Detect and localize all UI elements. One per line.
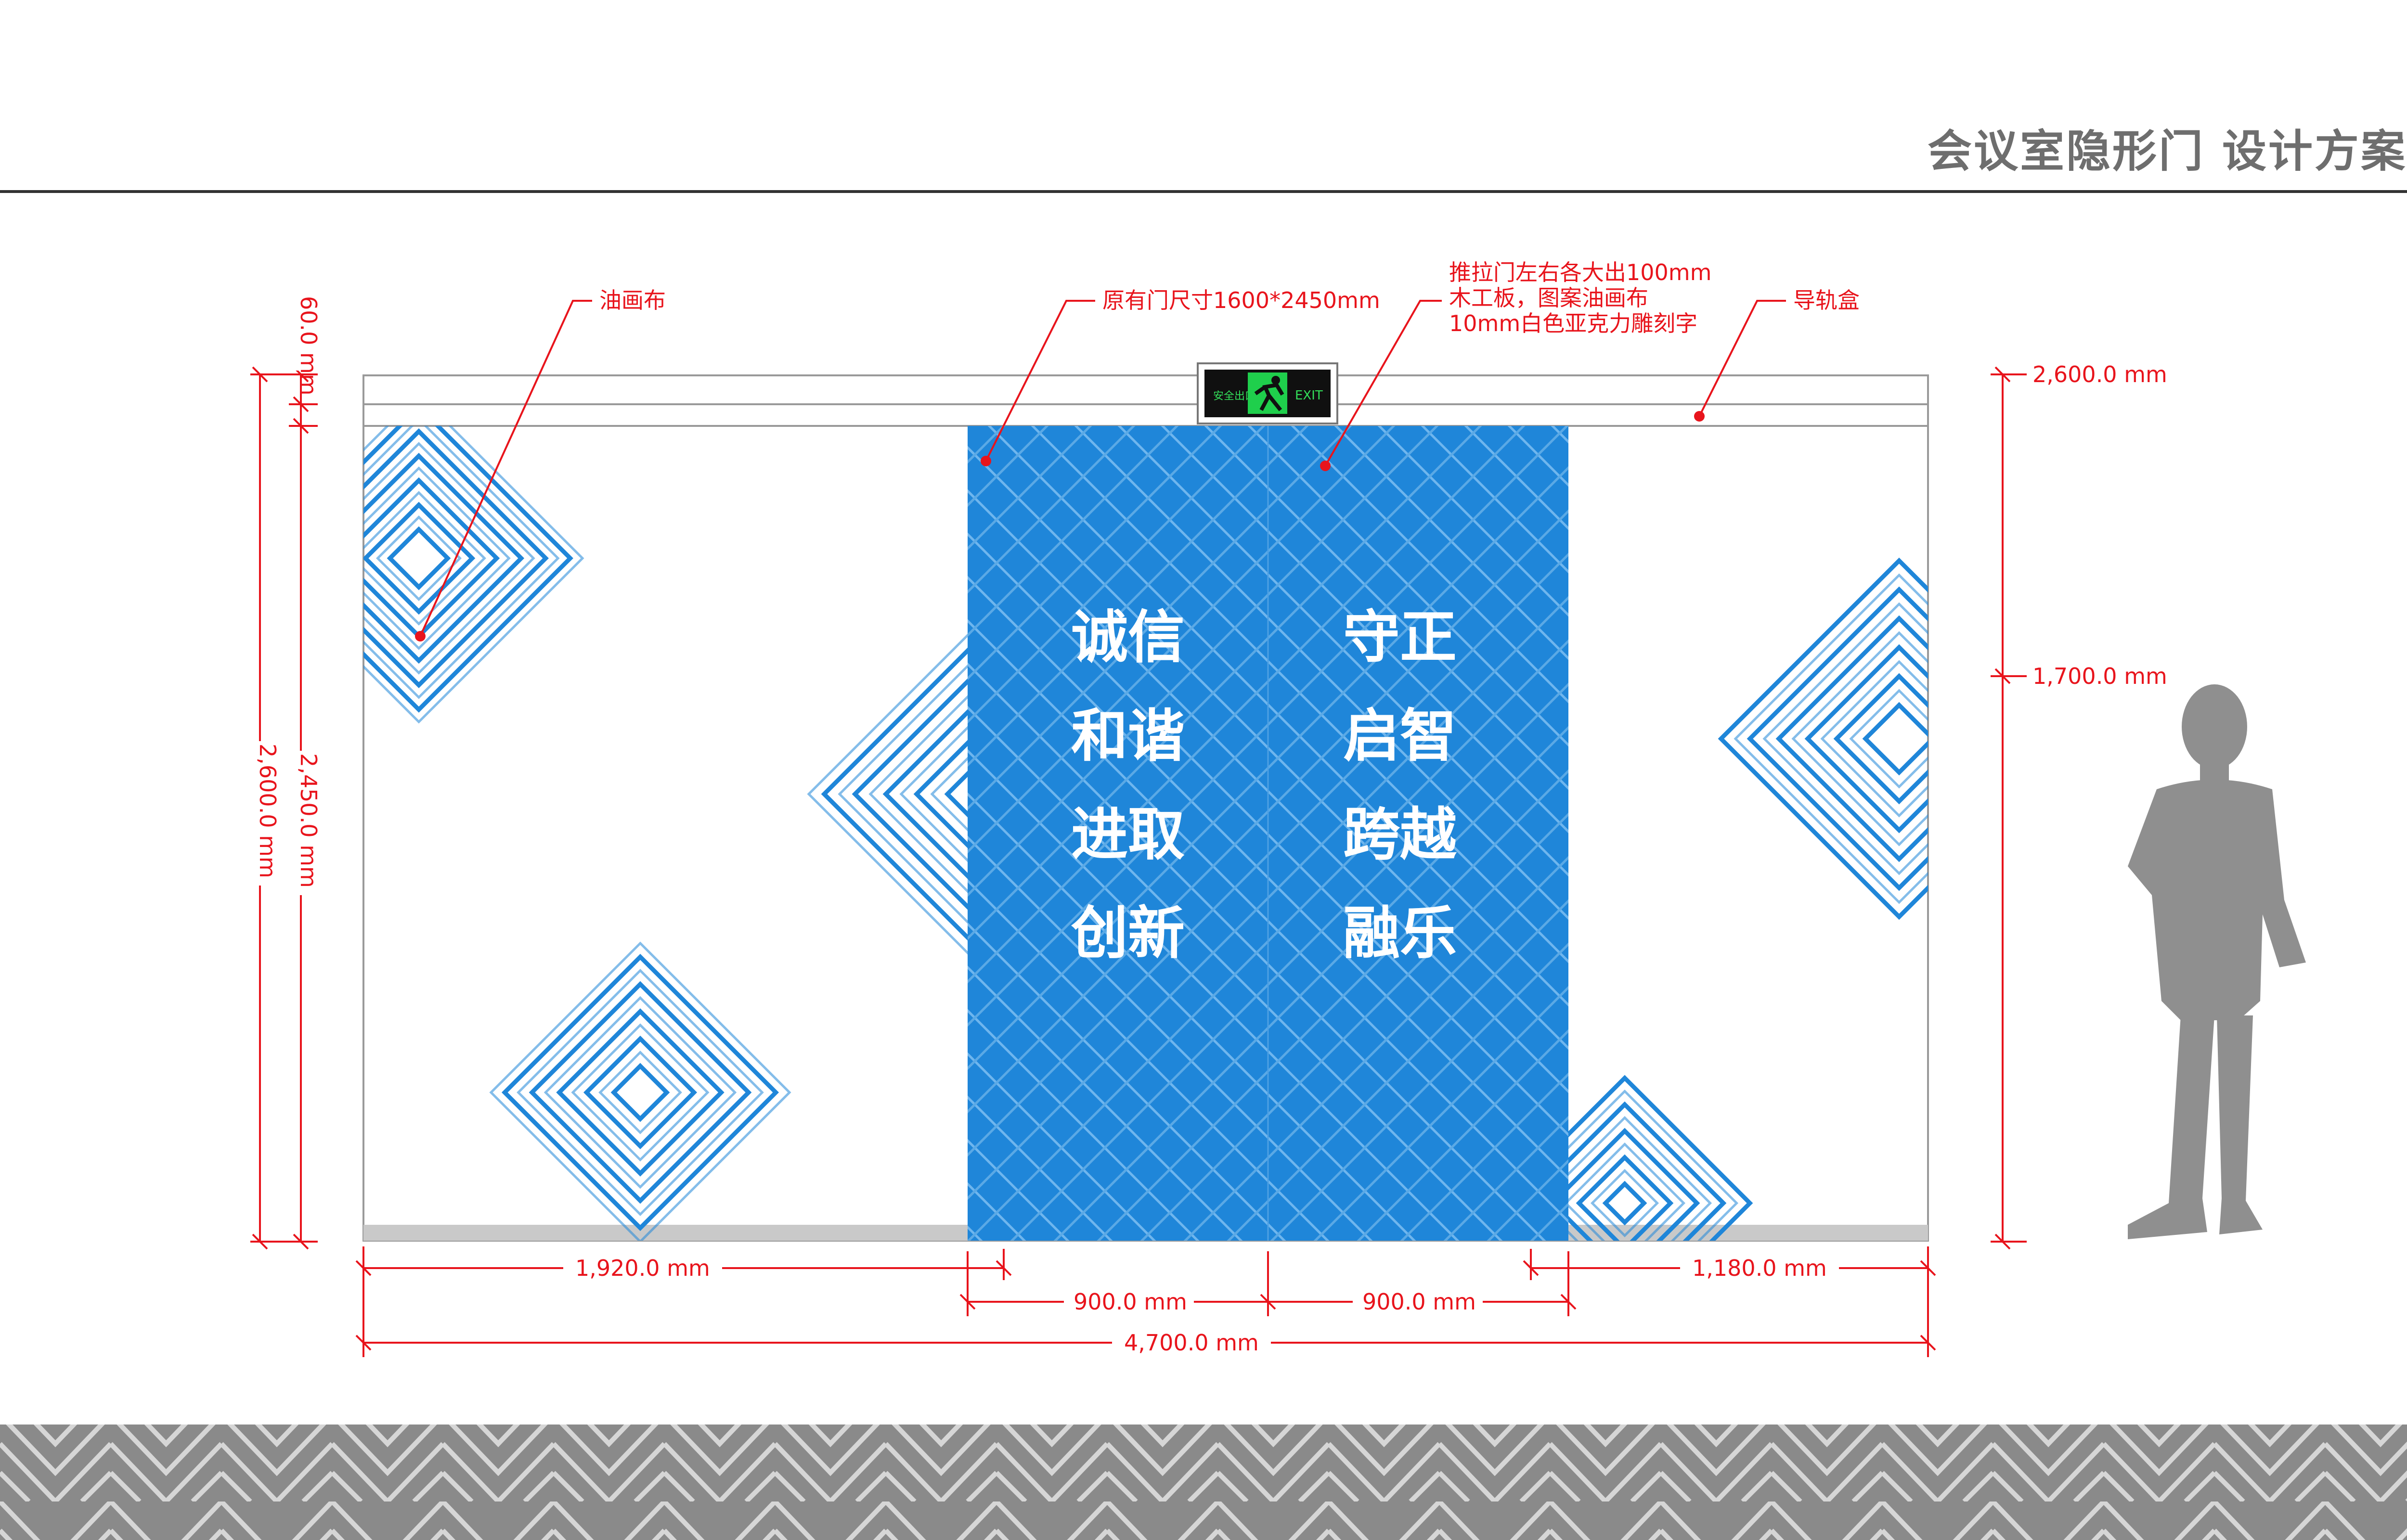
- diamond-motif-bottom-left: [489, 941, 791, 1241]
- person-silhouette-icon: [2128, 684, 2306, 1239]
- dmd1-ring-10: [363, 426, 573, 713]
- motto-right-4: 融乐: [1343, 900, 1457, 966]
- header-divider: [0, 190, 2407, 193]
- footer-chevron-band: [0, 1424, 2407, 1540]
- motto-left-1: 诚信: [1071, 604, 1185, 670]
- dmd4-ring-5: [1791, 631, 1928, 847]
- dim-left-panel: 1,920.0 mm: [575, 1255, 710, 1281]
- svg-text:导轨盒: 导轨盒: [1793, 287, 1860, 313]
- dmd4-ring-6: [1775, 615, 1928, 862]
- motto-right-2: 启智: [1343, 703, 1457, 769]
- dmd3-ring-0: [610, 1063, 670, 1122]
- motto-right-1: 守正: [1343, 604, 1457, 670]
- dmd1-ring-5: [363, 466, 511, 650]
- dmd4-ring-3: [1820, 660, 1928, 818]
- exit-sign: 安全出口 EXIT: [1197, 362, 1338, 424]
- page-title: 会议室隐形门 设计方案: [1927, 126, 2407, 177]
- dim-total-width: 4,700.0 mm: [1124, 1330, 1259, 1356]
- dmd3-ring-6: [529, 981, 752, 1204]
- dim-wall-height: 2,600.0 mm: [255, 744, 281, 878]
- dmd1-ring-3: [363, 491, 486, 626]
- dim-door-height: 2,450.0 mm: [296, 753, 322, 888]
- dmd5-ring-0: [1602, 1181, 1647, 1226]
- dmd5-ring-3: [1564, 1142, 1686, 1241]
- dmd1-ring-9: [363, 426, 560, 699]
- dmd4-ring-10: [1718, 557, 1928, 920]
- dmd4-ring-4: [1804, 644, 1928, 834]
- motto-left-4: 创新: [1071, 900, 1185, 966]
- dim-door-leaf-left: 900.0 mm: [1074, 1289, 1187, 1315]
- dmd3-ring-2: [583, 1035, 698, 1150]
- dmd3-ring-9: [489, 941, 791, 1241]
- dimension-right: [1991, 366, 2027, 1250]
- running-man-exit-icon: [1248, 372, 1287, 414]
- dmd3-ring-5: [544, 996, 737, 1189]
- svg-text:原有门尺寸1600*2450mm: 原有门尺寸1600*2450mm: [1102, 287, 1380, 313]
- exit-sign-en: EXIT: [1295, 388, 1323, 403]
- dmd5-ring-1: [1590, 1168, 1659, 1238]
- dimension-bottom-row2: [959, 1251, 1577, 1316]
- dmd4-ring-0: [1862, 702, 1928, 776]
- dmd3-ring-8: [501, 953, 779, 1232]
- dmd5-ring-4: [1549, 1128, 1700, 1241]
- motto-right-3: 跨越: [1343, 801, 1457, 868]
- diamond-pattern-group: [363, 426, 1928, 1241]
- motto-left-3: 进取: [1071, 801, 1185, 868]
- motto-left-column: 诚信 和谐 进取 创新: [1071, 604, 1185, 966]
- motto-left-2: 和谐: [1071, 703, 1185, 769]
- annotation-canvas: 油画布: [415, 287, 666, 642]
- dmd1-ring-1: [376, 515, 462, 601]
- annotation-door-size: 原有门尺寸1600*2450mm: [981, 287, 1380, 466]
- dmd4-ring-8: [1747, 586, 1928, 891]
- svg-text:木工板，图案油画布: 木工板，图案油画布: [1449, 285, 1648, 311]
- dmd1-ring-7: [363, 442, 535, 675]
- svg-text:推拉门左右各大出100mm: 推拉门左右各大出100mm: [1449, 259, 1711, 285]
- dmd1-ring-8: [363, 428, 549, 689]
- dim-right-total: 2,600.0 mm: [2032, 361, 2167, 387]
- dmd1-ring-2: [363, 501, 476, 615]
- dmd3-ring-7: [517, 969, 764, 1216]
- dmd5-ring-2: [1576, 1154, 1674, 1241]
- dim-door-leaf-right: 900.0 mm: [1362, 1289, 1476, 1315]
- motto-right-column: 守正 启智 跨越 融乐: [1343, 604, 1457, 966]
- dmd4-ring-2: [1833, 673, 1928, 805]
- dmd1-ring-11: [363, 426, 584, 724]
- svg-text:油画布: 油画布: [599, 287, 666, 313]
- dim-top-band: 60.0 mm: [296, 296, 322, 396]
- dmd1-ring-0: [387, 526, 451, 590]
- dmd3-ring-1: [598, 1051, 682, 1134]
- svg-text:10mm白色亚克力雕刻字: 10mm白色亚克力雕刻字: [1449, 310, 1697, 336]
- annotation-rail-box: 导轨盒: [1694, 287, 1860, 422]
- dmd1-ring-6: [363, 452, 525, 664]
- dmd4-ring-9: [1734, 573, 1928, 904]
- diamond-motif-right: [1718, 557, 1928, 920]
- dmd3-ring-3: [571, 1023, 710, 1162]
- sliding-door: [968, 426, 1568, 1241]
- dmd4-ring-7: [1762, 602, 1928, 875]
- dmd4-ring-1: [1849, 689, 1928, 789]
- dmd3-ring-4: [556, 1008, 725, 1177]
- dim-right-panel: 1,180.0 mm: [1692, 1255, 1827, 1281]
- annotation-door-spec: 推拉门左右各大出100mm 木工板，图案油画布 10mm白色亚克力雕刻字: [1320, 259, 1711, 471]
- dim-right-eye-level: 1,700.0 mm: [2032, 663, 2167, 689]
